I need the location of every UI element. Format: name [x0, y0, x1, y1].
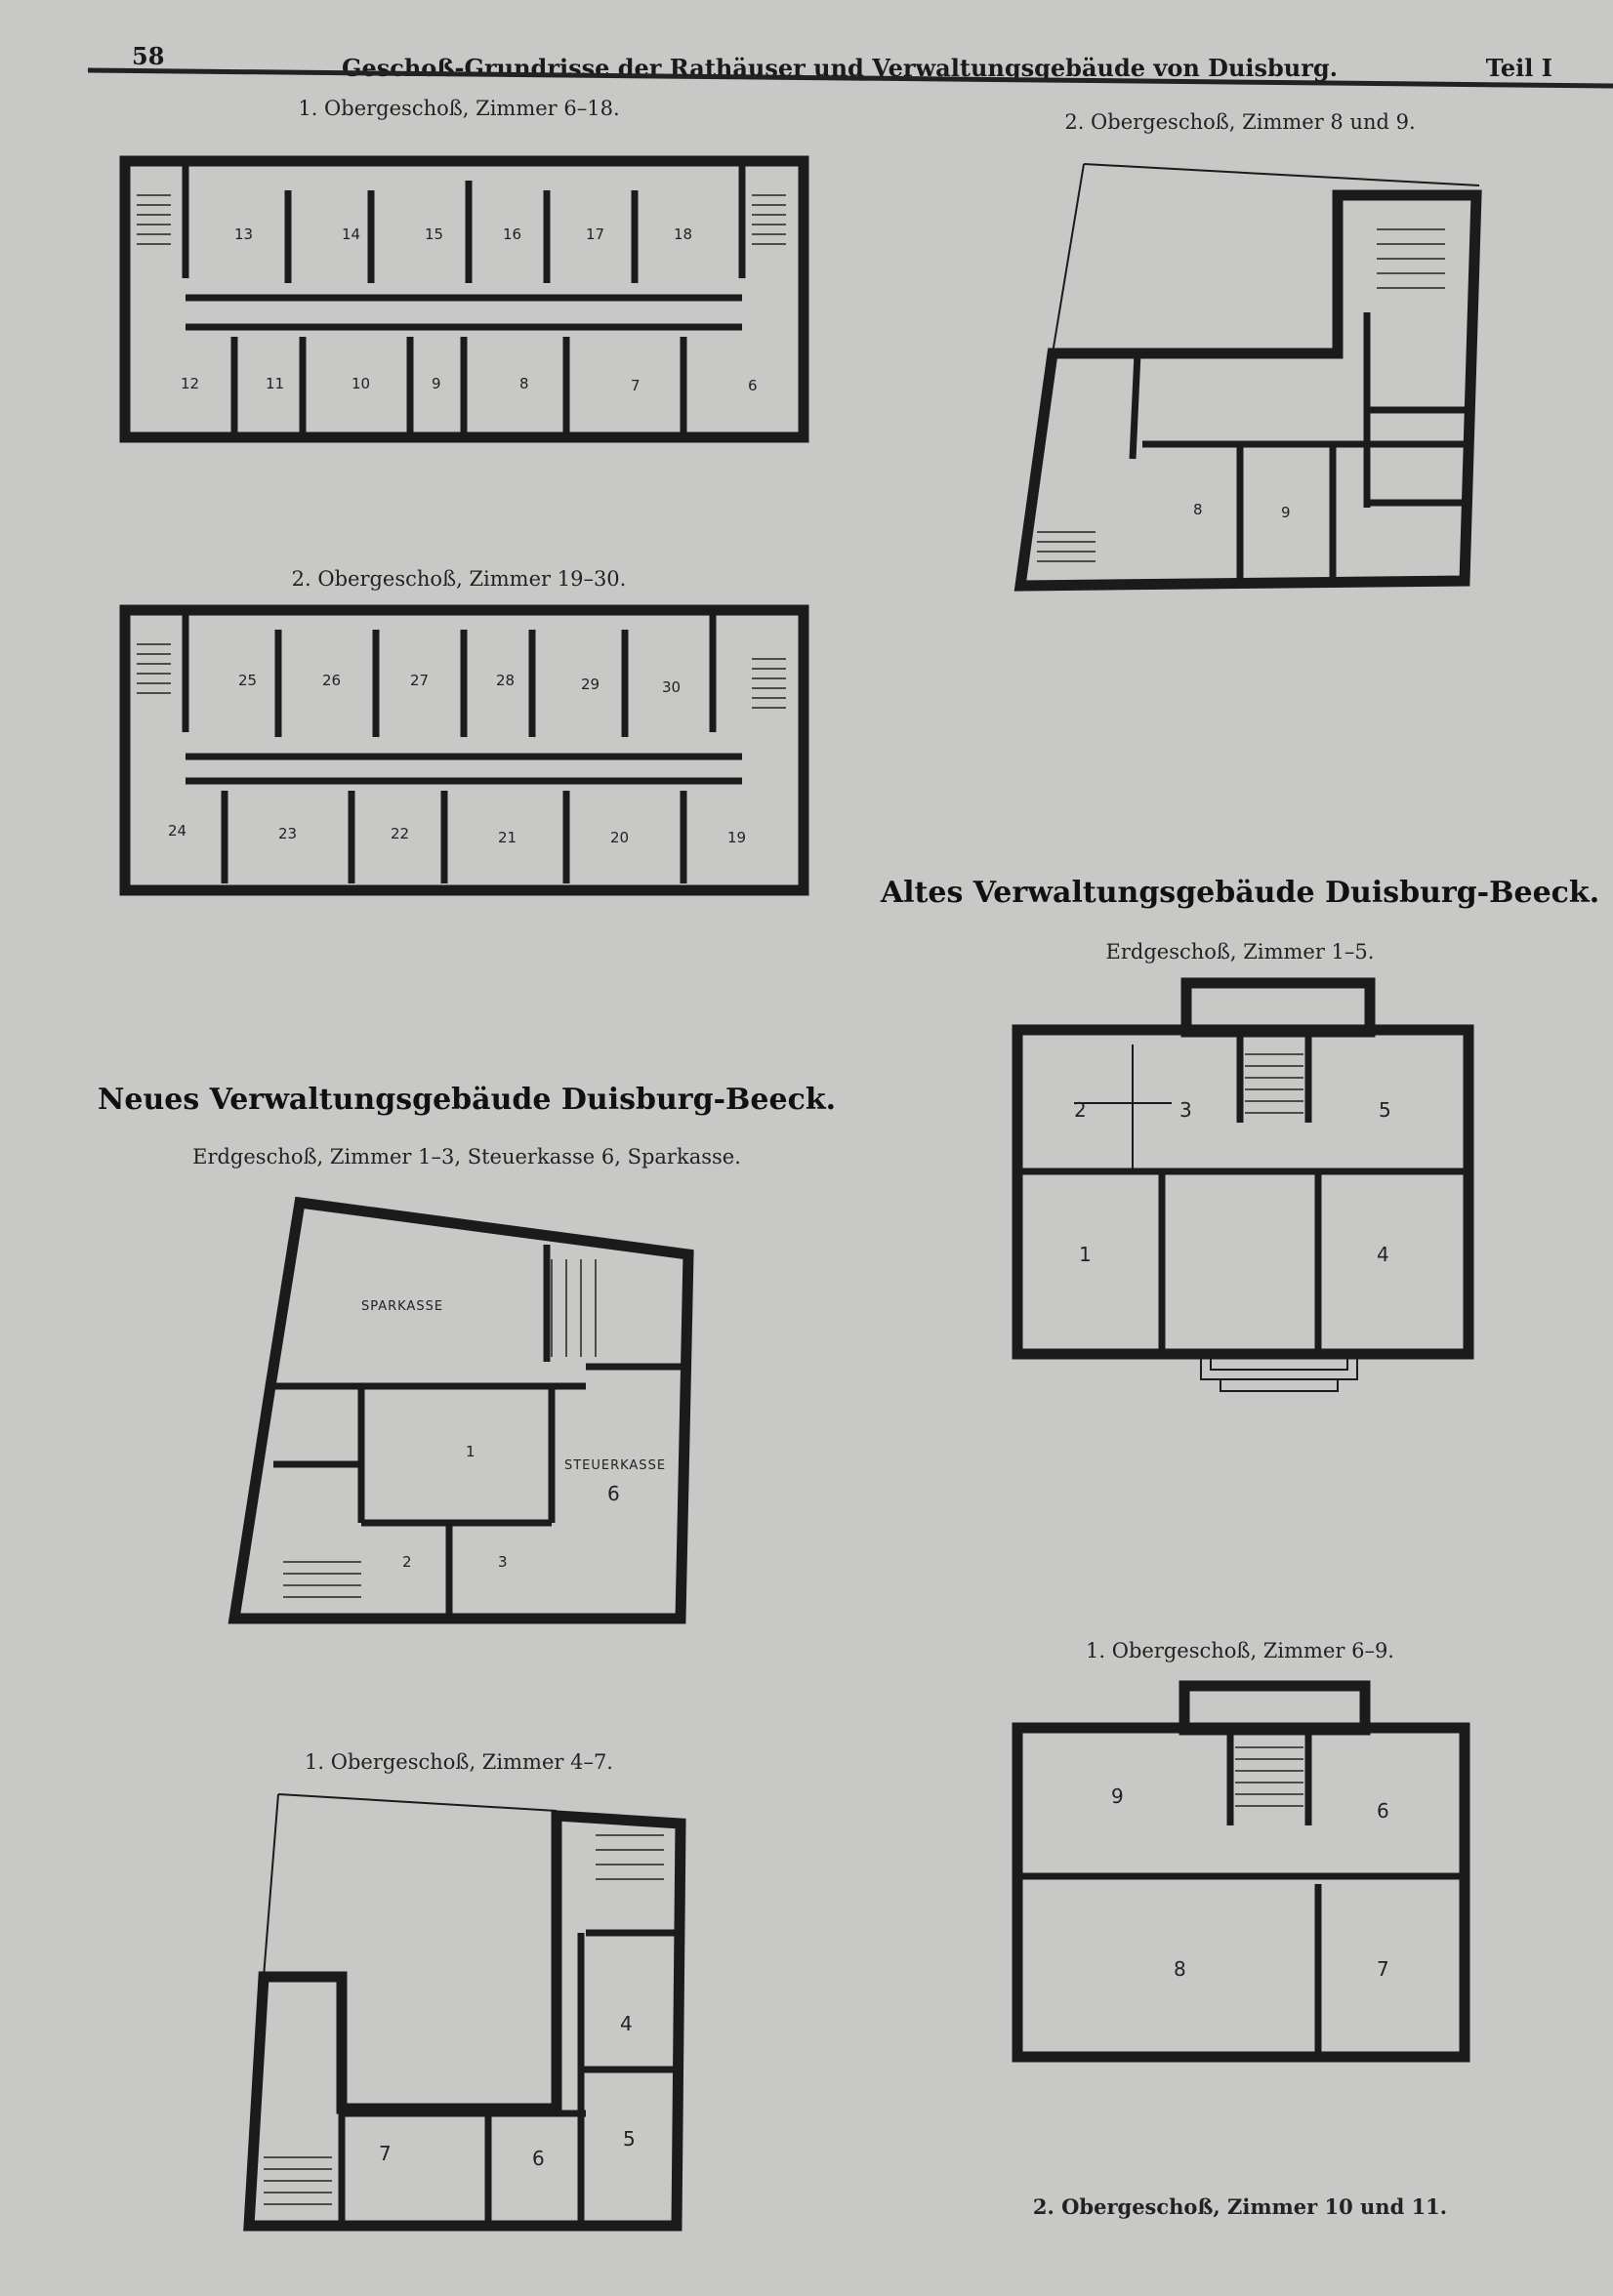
room-label: STEUERKASSE: [564, 1458, 666, 1473]
room-label: 28: [496, 672, 515, 689]
room-label: 21: [498, 829, 517, 846]
room-label: 7: [379, 2142, 392, 2165]
room-label: 20: [610, 829, 629, 846]
part-label: Teil I: [1486, 54, 1552, 82]
room-label: 7: [1377, 1957, 1389, 1981]
header-rule: [87, 67, 1613, 89]
plan-caption: 1. Obergeschoß, Zimmer 4–7.: [305, 1750, 613, 1774]
room-label: 22: [391, 825, 409, 842]
room-label: 18: [674, 226, 692, 243]
plan-caption: 1. Obergeschoß, Zimmer 6–18.: [298, 97, 619, 120]
room-label: 19: [727, 829, 746, 846]
plan-caption: Erdgeschoß, Zimmer 1–5.: [1106, 940, 1375, 964]
room-label: 24: [168, 822, 186, 840]
room-label: SPARKASSE: [361, 1299, 443, 1314]
floor-plan-g: 9 6 8 7: [1012, 1680, 1470, 2063]
room-label: 9: [1281, 504, 1291, 521]
room-label: 13: [234, 226, 253, 243]
room-label: 5: [1379, 1098, 1391, 1122]
section-heading: Neues Verwaltungsgebäude Duisburg-Beeck.: [98, 1083, 836, 1117]
room-label: 8: [1193, 501, 1203, 518]
room-label: 12: [181, 375, 199, 392]
room-label: 9: [1111, 1784, 1124, 1808]
room-label: 3: [498, 1553, 509, 1571]
room-label: 27: [410, 672, 429, 689]
room-label: 17: [586, 226, 604, 243]
room-label: 23: [278, 825, 297, 842]
room-label: 2: [1074, 1098, 1087, 1122]
room-label: 8: [519, 375, 529, 392]
room-label: 2: [402, 1553, 413, 1571]
room-label: 3: [1179, 1098, 1192, 1122]
floor-plan-e: 4 7 6 5: [243, 1793, 686, 2232]
room-label: 14: [342, 226, 360, 243]
floor-plan-b: 8 9: [1013, 163, 1482, 592]
floor-plan-f: 2 3 5 1 4: [1012, 977, 1474, 1392]
room-label: 30: [662, 678, 681, 696]
floor-plan-d: SPARKASSE 1 STEUERKASSE 6 2 3: [227, 1196, 694, 1624]
room-label: 26: [322, 672, 341, 689]
room-label: 10: [352, 375, 370, 392]
plan-caption: 2. Obergeschoß, Zimmer 8 und 9.: [1064, 110, 1415, 134]
plan-caption: 1. Obergeschoß, Zimmer 6–9.: [1086, 1639, 1394, 1662]
room-label: 8: [1174, 1957, 1186, 1981]
room-label: 16: [503, 226, 521, 243]
room-label: 1: [1079, 1243, 1092, 1266]
room-label: 5: [623, 2127, 636, 2151]
room-label: 11: [266, 375, 284, 392]
plan-caption: Erdgeschoß, Zimmer 1–3, Steuerkasse 6, S…: [192, 1145, 741, 1168]
room-label: 4: [620, 2012, 633, 2035]
plan-caption: 2. Obergeschoß, Zimmer 10 und 11.: [1033, 2194, 1447, 2219]
room-label: 29: [581, 676, 600, 693]
plan-caption: 2. Obergeschoß, Zimmer 19–30.: [292, 567, 627, 591]
room-label: 6: [607, 1482, 621, 1505]
room-label: 1: [466, 1443, 476, 1460]
page-number: 58: [132, 42, 164, 70]
floor-plan-c: 25 26 27 28 29 30 24 23 22 21 20 19: [119, 604, 809, 896]
room-label: 25: [238, 672, 257, 689]
section-heading: Altes Verwaltungsgebäude Duisburg-Beeck.: [880, 876, 1599, 910]
room-label: 15: [425, 226, 443, 243]
room-label: 6: [532, 2147, 545, 2170]
room-label: 7: [631, 377, 641, 394]
room-label: 6: [748, 377, 758, 394]
floor-plan-a: 13 14 15 16 17 18 12 11 10 9 8 7 6: [119, 155, 809, 443]
room-label: 4: [1377, 1243, 1389, 1266]
room-label: 9: [432, 375, 441, 392]
room-label: 6: [1377, 1799, 1389, 1823]
